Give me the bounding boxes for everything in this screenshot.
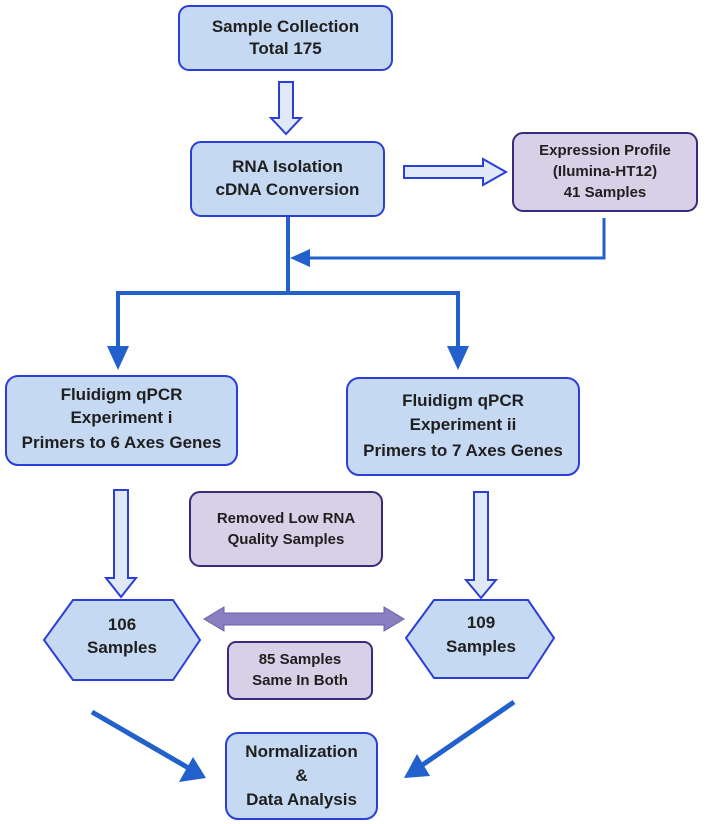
same-in-both-line-1: 85 Samples [259,651,342,668]
connectors [90,217,606,782]
block-arrow-right-1 [403,157,509,187]
normalization-line-1: Normalization [245,742,357,761]
connector-branch-right-head [447,346,469,370]
removed-line-1: Removed Low RNA [217,510,356,527]
node-experiment-ii: Fluidigm qPCR Experiment ii Primers to 7… [346,377,580,476]
experiment-i-line-2: Experiment i [70,408,172,427]
sample-collection-line-1: Sample Collection [212,17,359,36]
expression-profile-line-3: 41 Samples [564,184,647,201]
connector-expression-return-head [290,249,310,267]
connector-106-to-analysis-head [179,757,206,782]
connector-109-to-analysis [416,699,516,771]
connector-106-to-analysis [90,709,194,773]
node-normalization: Normalization & Data Analysis [225,732,378,820]
node-removed-low-rna: Removed Low RNA Quality Samples [189,491,383,567]
node-expression-profile: Expression Profile (Ilumina-HT12) 41 Sam… [512,132,698,212]
experiment-ii-line-3: Primers to 7 Axes Genes [363,441,563,460]
double-arrow-106-109 [203,606,405,632]
expression-profile-line-2: (Ilumina-HT12) [553,163,657,180]
rna-isolation-line-1: RNA Isolation [232,157,343,176]
samples-109-line-2: Samples [446,637,516,656]
block-arrows [103,81,509,600]
samples-109-line-1: 109 [467,613,495,632]
experiment-i-line-1: Fluidigm qPCR [61,385,183,404]
experiment-ii-line-2: Experiment ii [410,415,517,434]
node-106-samples: 106 Samples [42,599,202,681]
connector-expression-return [305,218,606,260]
experiment-i-line-3: Primers to 6 Axes Genes [22,433,222,452]
normalization-line-3: Data Analysis [246,790,357,809]
connector-109-to-analysis-head [404,754,430,778]
block-arrow-down-right [463,491,499,600]
node-rna-isolation: RNA Isolation cDNA Conversion [190,141,385,217]
block-arrow-down-left [103,489,139,599]
connector-branch-left-head [107,346,129,370]
block-arrow-down-1 [268,81,304,136]
sample-collection-line-2: Total 175 [249,39,321,58]
removed-line-2: Quality Samples [228,531,345,548]
experiment-ii-line-1: Fluidigm qPCR [402,391,524,410]
samples-106-line-1: 106 [108,615,136,634]
node-sample-collection: Sample Collection Total 175 [178,5,393,71]
node-experiment-i: Fluidigm qPCR Experiment i Primers to 6 … [5,375,238,466]
rna-isolation-line-2: cDNA Conversion [216,180,360,199]
node-same-in-both: 85 Samples Same In Both [227,641,373,700]
node-109-samples: 109 Samples [404,599,556,679]
samples-106-line-2: Samples [87,638,157,657]
same-in-both-line-2: Same In Both [252,672,348,689]
connector-branch [116,291,460,296]
normalization-line-2: & [295,766,307,785]
expression-profile-line-1: Expression Profile [539,142,671,159]
